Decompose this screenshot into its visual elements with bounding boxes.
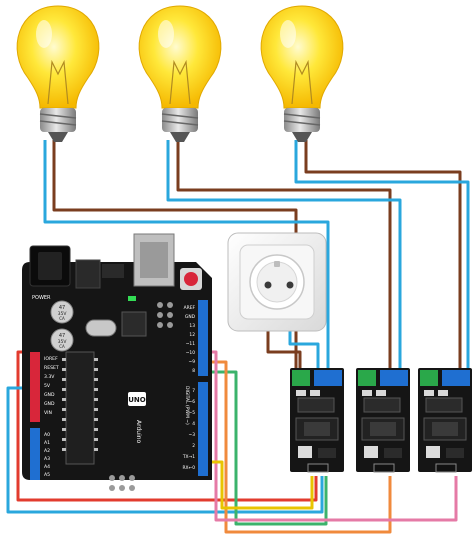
- svg-text:A2: A2: [44, 448, 50, 454]
- power-header-labels: IOREF RESET 3.3V 5V GND GND VIN: [44, 356, 59, 416]
- wire-orange-sig2: [206, 360, 392, 534]
- svg-text:A1: A1: [44, 440, 50, 446]
- svg-text:2: 2: [192, 443, 195, 449]
- digital-header-high: [198, 300, 208, 376]
- wire-blue-bulb-2: [166, 140, 402, 368]
- analog-header: [30, 428, 40, 480]
- svg-text:~6: ~6: [189, 399, 196, 405]
- svg-text:5V: 5V: [44, 383, 51, 389]
- svg-text:GND: GND: [44, 392, 55, 398]
- svg-text:IOREF: IOREF: [44, 356, 58, 362]
- svg-text:35V: 35V: [58, 339, 68, 345]
- svg-text:8: 8: [192, 368, 195, 374]
- svg-text:~11: ~11: [186, 341, 195, 347]
- icsp-header-bottom: [109, 475, 135, 491]
- svg-text:UNO: UNO: [128, 396, 146, 404]
- svg-text:~9: ~9: [189, 359, 196, 365]
- svg-text:TX→1: TX→1: [182, 454, 195, 460]
- svg-text:7: 7: [192, 388, 195, 394]
- light-bulb-3: [260, 5, 344, 142]
- digital-header-high-labels: AREF GND 13 12 ~11 ~10 ~9 8: [184, 305, 196, 374]
- svg-text:Arduino: Arduino: [135, 420, 142, 444]
- svg-text:CA: CA: [59, 344, 65, 349]
- wire-pink-sig3: [206, 350, 458, 522]
- capacitor-2: 47 35V CA: [50, 328, 74, 352]
- svg-text:A3: A3: [44, 456, 50, 462]
- power-header: [30, 352, 40, 422]
- analog-header-labels: A0 A1 A2 A3 A4 A5: [44, 432, 50, 478]
- svg-text:A4: A4: [44, 464, 50, 470]
- digital-label: DIGITAL (PWM ~): [184, 386, 190, 425]
- svg-text:~10: ~10: [186, 350, 195, 356]
- wire-yellow-zc: [206, 460, 314, 510]
- svg-text:47: 47: [59, 305, 65, 311]
- power-led-label: POWER: [32, 295, 51, 301]
- svg-text:A0: A0: [44, 432, 50, 438]
- atmega-chip: [65, 351, 95, 465]
- svg-text:AREF: AREF: [184, 305, 196, 311]
- svg-text:13: 13: [189, 323, 195, 329]
- dimmer-module-2: [356, 368, 410, 473]
- wire-blue-bulb-3: [294, 140, 470, 368]
- svg-text:47: 47: [59, 333, 65, 339]
- svg-text:CA: CA: [59, 316, 65, 321]
- wire-blue-bulb-1: [43, 140, 330, 368]
- dimmer-module-1: [290, 368, 344, 473]
- arduino-logo: UNO Arduino: [128, 392, 146, 444]
- svg-text:RX←0: RX←0: [182, 465, 195, 471]
- wire-brown-bulb-2: [176, 140, 392, 368]
- wall-outlet: [227, 232, 327, 332]
- icsp-header-top: [157, 302, 173, 328]
- power-led: [128, 296, 136, 301]
- wire-blue-gnd: [6, 386, 324, 514]
- svg-text:~3: ~3: [189, 432, 196, 438]
- svg-text:4: 4: [192, 421, 195, 427]
- svg-text:~5: ~5: [189, 410, 196, 416]
- dimmer-module-3: [418, 368, 472, 473]
- svg-text:GND: GND: [185, 314, 196, 320]
- svg-text:3.3V: 3.3V: [44, 374, 55, 380]
- svg-text:35V: 35V: [58, 311, 68, 317]
- outlet-hole-left: [264, 281, 272, 289]
- light-bulb-2: [138, 5, 222, 142]
- digital-header-low: [198, 382, 208, 476]
- capacitor-1: 47 35V CA: [50, 300, 74, 324]
- svg-text:VIN: VIN: [44, 410, 52, 416]
- outlet-hole-right: [286, 281, 294, 289]
- wire-brown-bulb-3: [304, 140, 462, 368]
- light-bulb-1: [16, 5, 100, 142]
- arduino-board: 47 35V CA 47 35V CA POWER: [22, 233, 212, 491]
- svg-text:A5: A5: [44, 472, 50, 478]
- svg-text:GND: GND: [44, 401, 55, 407]
- wire-bundle: [6, 140, 470, 534]
- svg-text:12: 12: [189, 332, 195, 338]
- svg-text:RESET: RESET: [44, 365, 59, 371]
- digital-header-low-labels: 7 ~6 ~5 4 ~3 2 TX→1 RX←0: [182, 388, 195, 471]
